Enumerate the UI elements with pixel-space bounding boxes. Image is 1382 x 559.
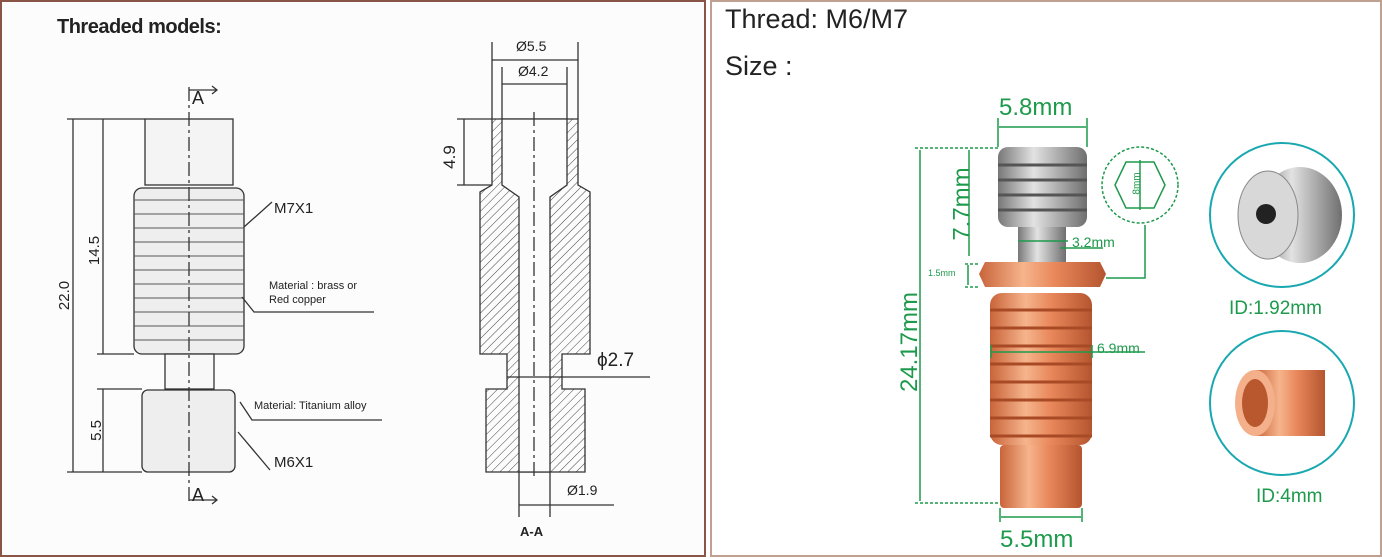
dim-lower-thread-length: 5.5: [87, 420, 105, 441]
dim-overall-length: 22.0: [56, 280, 74, 311]
label-lower-material: Material: Titanium alloy: [254, 400, 367, 412]
dim-inner-top-diameter: Ø4.2: [518, 63, 549, 79]
detail-top-image: [1209, 142, 1355, 288]
dim-upper-thread-length: 14.5: [86, 235, 104, 266]
dim-hex-size: 8mm: [1131, 172, 1143, 195]
dim-hex-thickness: 1.5mm: [928, 268, 956, 278]
technical-drawing: [67, 42, 650, 517]
label-upper-thread: M7X1: [274, 200, 314, 217]
section-view: [457, 42, 650, 517]
detail-bottom-caption: ID:4mm: [1256, 486, 1323, 507]
thread-label: Thread: M6/M7: [725, 4, 909, 34]
technical-drawing-panel: Threaded models: A A 22.0 14.5 5.5 M7X1 …: [0, 0, 706, 557]
side-view: [67, 85, 382, 505]
dim-top-bore-depth: 4.9: [439, 145, 459, 169]
dim-stem-diameter: 3.2mm: [1072, 234, 1115, 250]
dim-bottom-diameter: 5.5mm: [1000, 526, 1074, 553]
dimension-lines: [915, 118, 1179, 522]
detail-bottom-image: [1209, 330, 1355, 476]
section-marker-bottom: A: [192, 485, 205, 505]
dim-top-width: 5.8mm: [999, 94, 1073, 121]
drawing-title: Threaded models:: [57, 16, 222, 38]
copper-body: [979, 262, 1106, 508]
dim-thread-diameter: 6.9mm: [1097, 340, 1140, 356]
section-label: A-A: [520, 524, 544, 539]
dim-neck-diameter: ϕ2.7: [597, 350, 635, 371]
dim-top-length: 7.7mm: [948, 167, 976, 241]
dim-overall-length: 24.17mm: [896, 291, 924, 393]
section-marker-top: A: [192, 88, 205, 108]
label-upper-material-1: Material : brass or: [269, 280, 358, 292]
steel-heatbreak-top: [998, 147, 1087, 263]
label-upper-material-2: Red copper: [269, 294, 326, 306]
dim-bore-diameter: Ø1.9: [567, 482, 598, 498]
label-lower-thread: M6X1: [274, 454, 314, 471]
size-label: Size :: [725, 51, 793, 81]
product-size-panel: Thread: M6/M7 Size : 5.8mm 24.17mm 7.7mm…: [710, 0, 1382, 557]
dim-outer-top-diameter: Ø5.5: [516, 38, 547, 54]
detail-top-caption: ID:1.92mm: [1229, 298, 1322, 319]
product-illustration: [915, 118, 1355, 522]
